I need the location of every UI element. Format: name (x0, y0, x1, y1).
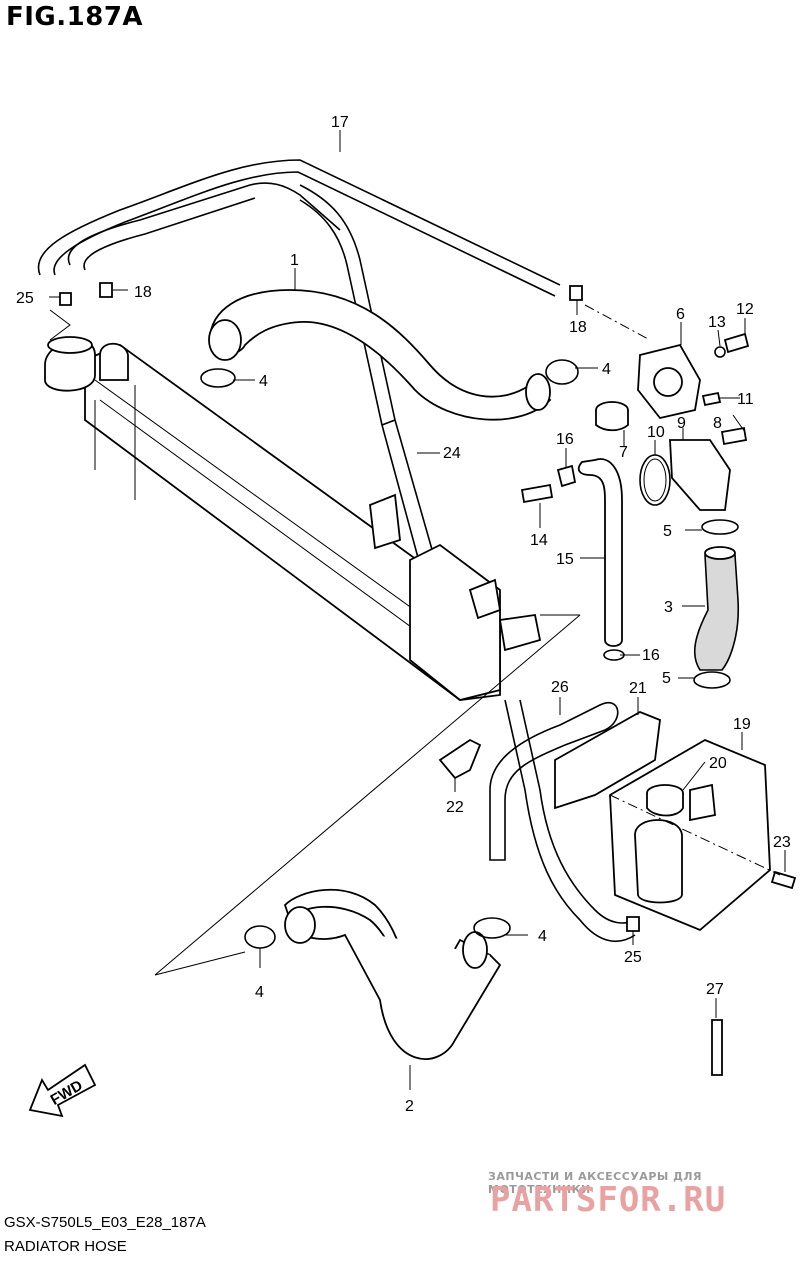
callout-12: 12 (736, 301, 754, 318)
callout-4-lower-left: 4 (255, 984, 264, 1001)
callout-8: 8 (713, 415, 722, 432)
callout-19: 19 (733, 716, 751, 733)
clamp-4-upper-right[interactable] (545, 359, 579, 385)
clamp-25-upper[interactable] (59, 292, 72, 306)
hose-25-lower[interactable] (504, 699, 636, 942)
thermostat-case-9[interactable] (669, 439, 731, 511)
callout-26: 26 (551, 679, 569, 696)
bolt-12[interactable] (723, 332, 750, 354)
bolt-8[interactable] (701, 391, 722, 407)
callout-24: 24 (443, 445, 461, 462)
callout-1: 1 (290, 252, 299, 269)
watermark-logo: PARTSFOR.RU (490, 1180, 727, 1220)
reservoir-cap-20[interactable] (646, 784, 684, 817)
hose-26[interactable] (489, 702, 619, 861)
clamp-5-lower[interactable] (693, 671, 731, 689)
figure-title: FIG.187A (6, 2, 144, 32)
callout-20: 20 (709, 755, 727, 772)
callout-15: 15 (556, 551, 574, 568)
callout-23: 23 (773, 834, 791, 851)
strap-27[interactable] (711, 1019, 723, 1076)
callout-3: 3 (664, 599, 673, 616)
clamp-4-lower-right[interactable] (473, 917, 511, 939)
clamp-4-lower-left[interactable] (244, 925, 276, 949)
callout-18-right: 18 (569, 319, 587, 336)
callout-5-lower: 5 (662, 670, 671, 687)
figure-code: GSX-S750L5_E03_E28_187A (4, 1214, 206, 1231)
hose-3[interactable] (693, 546, 740, 671)
clamp-4-upper-left[interactable] (200, 368, 236, 388)
callout-21: 21 (629, 680, 647, 697)
hose-24[interactable] (299, 184, 436, 566)
callout-6: 6 (676, 306, 685, 323)
clamp-16-upper[interactable] (556, 464, 577, 488)
callout-17: 17 (331, 114, 349, 131)
clamp-25-lower[interactable] (626, 916, 640, 932)
clamp-18-right[interactable] (569, 285, 583, 301)
callout-22: 22 (446, 799, 464, 816)
hose-17[interactable] (37, 159, 561, 297)
callout-16-lower: 16 (642, 647, 660, 664)
bolt-11[interactable] (720, 426, 748, 446)
callout-4-upper-right: 4 (602, 361, 611, 378)
callout-16-upper: 16 (556, 431, 574, 448)
bracket-22[interactable] (438, 738, 482, 780)
radiator (84, 342, 542, 701)
clamp-5-upper[interactable] (701, 519, 739, 535)
callout-18-left: 18 (134, 284, 152, 301)
figure-name: RADIATOR HOSE (4, 1238, 127, 1255)
bolt-14[interactable] (520, 483, 554, 504)
callout-7: 7 (619, 444, 628, 461)
o-ring-10[interactable] (639, 454, 671, 506)
fwd-arrow: FWD (28, 1063, 97, 1118)
callout-14: 14 (530, 532, 548, 549)
callout-4-upper-left: 4 (259, 373, 268, 390)
washer-13[interactable] (714, 346, 726, 358)
callout-13: 13 (708, 314, 726, 331)
callout-4-lower-right: 4 (538, 928, 547, 945)
thermostat-7[interactable] (595, 401, 629, 432)
callout-labels: 17 1 25 18 18 6 12 13 4 4 11 8 9 10 16 7… (16, 114, 791, 1115)
callout-5-upper: 5 (663, 523, 672, 540)
clamp-18-left[interactable] (99, 282, 113, 298)
thermostat-cover-6[interactable] (637, 343, 701, 420)
hose-1[interactable] (208, 289, 552, 421)
guard-21[interactable] (554, 711, 661, 810)
callout-25-lower: 25 (624, 949, 642, 966)
callout-10: 10 (647, 424, 665, 441)
callout-9: 9 (677, 415, 686, 432)
callout-2: 2 (405, 1098, 414, 1115)
radiator-cap[interactable] (44, 336, 96, 392)
hose-15[interactable] (577, 458, 623, 647)
callout-11: 11 (737, 391, 754, 408)
callout-27: 27 (706, 981, 724, 998)
hose-2[interactable] (283, 888, 502, 1060)
callout-25-upper: 25 (16, 290, 34, 307)
bolt-23[interactable] (770, 870, 797, 890)
leader-lines (49, 130, 786, 1090)
watermark-tagline: ЗАПЧАСТИ И АКСЕССУАРЫ ДЛЯ МОТОТЕХНИКИ (488, 1170, 703, 1196)
